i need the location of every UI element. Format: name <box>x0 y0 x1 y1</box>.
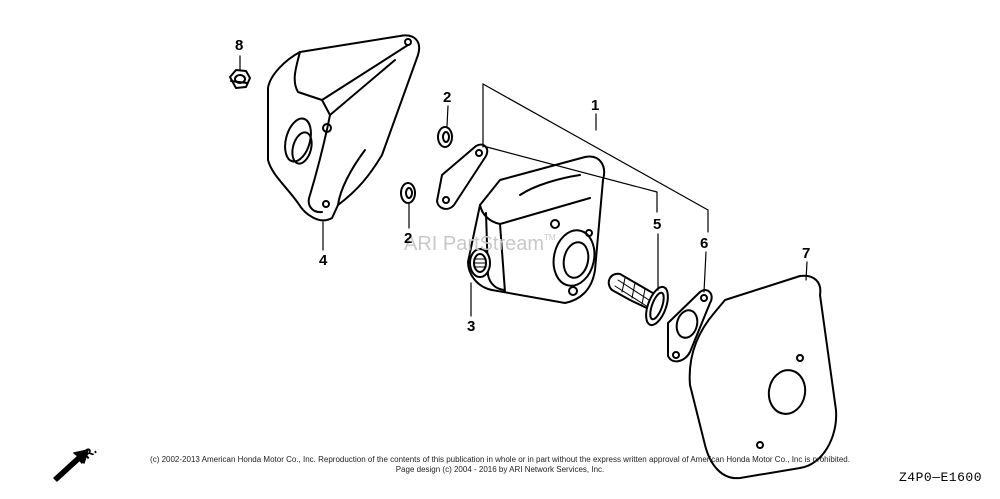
callout-5[interactable]: 5 <box>653 216 662 233</box>
part-2-washer-lower <box>400 182 416 204</box>
part-7-heat-shield <box>688 274 838 480</box>
muffler-gasket-plate <box>436 143 489 210</box>
part-8-nut <box>229 69 251 89</box>
part-2-washer-upper <box>437 126 453 148</box>
front-direction-arrow <box>53 449 89 482</box>
callout-2-lower[interactable]: 2 <box>404 230 413 247</box>
part-6-gasket <box>667 289 713 363</box>
copyright-line-2: Page design (c) 2004 - 2016 by ARI Netwo… <box>395 465 605 474</box>
watermark: ARI PartStreamTM <box>404 233 556 256</box>
part-5-spark-arrester <box>607 272 669 327</box>
callout-8[interactable]: 8 <box>235 37 244 54</box>
callout-6[interactable]: 6 <box>700 235 709 252</box>
callout-3[interactable]: 3 <box>467 318 476 335</box>
callout-1[interactable]: 1 <box>591 97 600 114</box>
callout-4[interactable]: 4 <box>319 252 328 269</box>
part-1-muffler <box>467 155 605 304</box>
watermark-text: ARI PartStream <box>404 233 545 255</box>
copyright-notice: (c) 2002-2013 American Honda Motor Co., … <box>130 455 870 475</box>
callout-7[interactable]: 7 <box>802 245 811 262</box>
copyright-line-1: (c) 2002-2013 American Honda Motor Co., … <box>150 455 850 464</box>
leader-lines <box>239 55 808 317</box>
watermark-trademark: TM <box>544 233 556 242</box>
part-4-muffler-protector <box>267 34 420 222</box>
drawing-code: Z4P0—E1600 <box>898 470 982 485</box>
callout-2-upper[interactable]: 2 <box>443 89 452 106</box>
